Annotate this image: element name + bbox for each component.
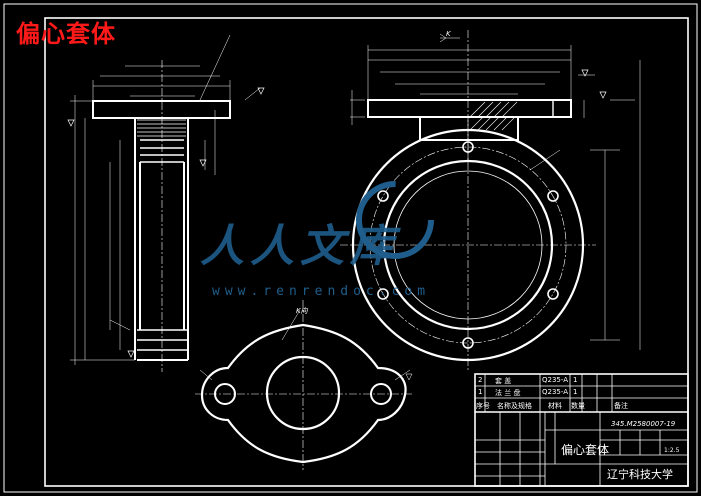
flange-section-view — [350, 30, 635, 160]
bom-header-remark: 备注 — [614, 402, 628, 410]
flange-top-view — [340, 60, 641, 370]
school-name: 辽宁科技大学 — [607, 468, 673, 481]
bom-row-2-qty: 1 — [573, 376, 578, 384]
bom-header-no: 序号 — [476, 402, 490, 410]
bom-row-1-qty: 1 — [573, 388, 578, 396]
bom-row-1-name: 法 兰 盘 — [495, 389, 521, 397]
section-k-label: K — [446, 30, 451, 38]
outer-frame — [3, 3, 698, 493]
bom-row-2-no: 2 — [478, 376, 483, 384]
bom-header-material: 材料 — [548, 402, 562, 410]
bom-header-name: 名称及规格 — [497, 402, 532, 410]
bom-row-1-no: 1 — [478, 388, 483, 396]
inner-frame — [44, 17, 689, 487]
part-name: 偏心套体 — [561, 443, 610, 457]
scale-value: 1:2.5 — [664, 447, 680, 454]
view-k-label: K向 — [296, 307, 308, 315]
bom-row-1-material: Q235-A — [542, 388, 569, 396]
drawing-title: 偏心套体 — [16, 20, 116, 48]
bom-row-2-name: 套 盖 — [495, 377, 512, 385]
title-block-frame — [474, 373, 689, 487]
watermark-url: www.renrendoc.com — [212, 284, 431, 299]
bom-header-qty: 数量 — [571, 402, 585, 410]
oval-flange-view — [195, 300, 413, 470]
watermark-logo-icon — [356, 181, 434, 259]
watermark-text: 人人文库 — [200, 221, 400, 272]
tube-section-view — [67, 34, 265, 372]
drawing-code: 345.M2580007-19 — [611, 420, 676, 428]
bom-row-2-material: Q235-A — [542, 376, 569, 384]
